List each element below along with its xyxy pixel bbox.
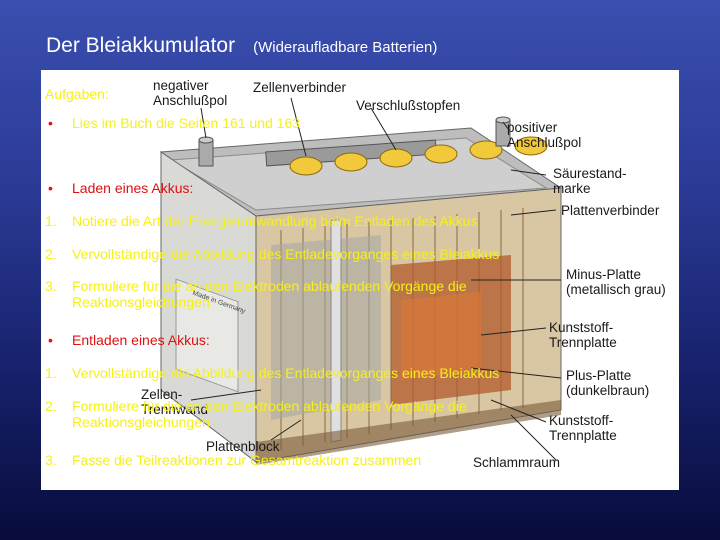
battery-illustration-panel: negativer Anschlußpol Zellenverbinder Ve… bbox=[41, 70, 679, 490]
label-line: (dunkelbraun) bbox=[566, 383, 650, 398]
bullet-2-symbol: • bbox=[48, 180, 53, 196]
label-separator-1: Kunststoff- Trennplatte bbox=[549, 320, 617, 350]
label-line: Plus-Platte bbox=[566, 368, 632, 383]
laden-task-3: Formuliere für die an den Elektroden abl… bbox=[72, 278, 467, 310]
laden-task-2: Vervollständige die Abbildung des Entlad… bbox=[72, 246, 500, 262]
label-separator-2: Kunststoff- Trennplatte bbox=[549, 413, 617, 443]
entladen-task-2-line-2: Reaktionsgleichungen bbox=[72, 414, 210, 430]
task-read-pages: Lies im Buch die Seiten 161 und 163 bbox=[72, 115, 301, 131]
label-line: Trennplatte bbox=[549, 335, 617, 350]
laden-task-3-line-1: Formuliere für die an den Elektroden abl… bbox=[72, 278, 467, 294]
label-cell-divider: Zellen- Trennwand bbox=[141, 387, 208, 417]
entladen-3-number: 3. bbox=[45, 452, 57, 468]
label-sludge-space: Schlammraum bbox=[473, 455, 561, 470]
vent-stoppers bbox=[289, 136, 548, 176]
heading-entladen: Entladen eines Akkus: bbox=[72, 332, 210, 348]
laden-task-3-line-2: Reaktionsgleichungen bbox=[72, 294, 210, 310]
title-text: Der Bleiakkumulator bbox=[46, 34, 236, 57]
label-line: Kunststoff- bbox=[549, 320, 614, 335]
label-line: Kunststoff- bbox=[549, 413, 614, 428]
negative-terminal bbox=[198, 139, 214, 167]
entladen-2-number: 2. bbox=[45, 398, 57, 414]
bullet-1-symbol: • bbox=[48, 115, 53, 131]
bullet-3-symbol: • bbox=[48, 332, 53, 348]
label-line: Trennwand bbox=[141, 402, 209, 417]
tasks-heading: Aufgaben: bbox=[45, 86, 109, 102]
subtitle-text: (Wideraufladbare Batterien) bbox=[253, 39, 438, 56]
label-acid-level-mark: Säurestand- marke bbox=[553, 166, 627, 196]
label-line: negativer bbox=[153, 78, 209, 93]
label-line: Trennplatte bbox=[549, 428, 617, 443]
slide-title: Der Bleiakkumulator (Wideraufladbare Batt… bbox=[46, 34, 437, 58]
battery-illustration bbox=[159, 97, 563, 465]
entladen-task-2-line-1: Formuliere für die an den Elektroden abl… bbox=[72, 398, 467, 414]
entladen-task-3: Fasse die Teilreaktionen zur Gesamtreakt… bbox=[72, 452, 422, 468]
heading-laden: Laden eines Akkus: bbox=[72, 180, 194, 196]
label-line: Zellen- bbox=[141, 387, 183, 402]
label-line: Anschlußpol bbox=[507, 135, 582, 150]
label-line: Minus-Platte bbox=[566, 267, 642, 282]
label-minus-plate: Minus-Platte (metallisch grau) bbox=[566, 267, 666, 297]
label-plate-block: Plattenblock bbox=[206, 439, 280, 454]
laden-2-number: 2. bbox=[45, 246, 57, 262]
entladen-task-2: Formuliere für die an den Elektroden abl… bbox=[72, 398, 467, 430]
label-positive-terminal: positiver Anschlußpol bbox=[507, 120, 581, 150]
label-line: (metallisch grau) bbox=[566, 282, 666, 297]
label-vent-stopper: Verschlußstopfen bbox=[356, 98, 461, 113]
entladen-1-number: 1. bbox=[45, 365, 57, 381]
battery-label-plate bbox=[175, 278, 239, 393]
laden-task-1: Notiere die Art der Energieumwandlung be… bbox=[72, 213, 478, 229]
laden-3-number: 3. bbox=[45, 278, 57, 294]
label-plate-connector: Plattenverbinder bbox=[561, 203, 660, 218]
label-line: marke bbox=[553, 181, 591, 196]
label-plus-plate: Plus-Platte (dunkelbraun) bbox=[566, 368, 649, 398]
label-cell-connector: Zellenverbinder bbox=[253, 80, 347, 95]
label-line: Anschlußpol bbox=[153, 93, 228, 108]
laden-1-number: 1. bbox=[45, 213, 57, 229]
entladen-task-1: Vervollständige die Abbildung des Entlad… bbox=[72, 365, 500, 381]
label-negative-terminal: negativer Anschlußpol bbox=[153, 78, 227, 108]
label-line: positiver bbox=[507, 120, 558, 135]
label-line: Säurestand- bbox=[553, 166, 627, 181]
